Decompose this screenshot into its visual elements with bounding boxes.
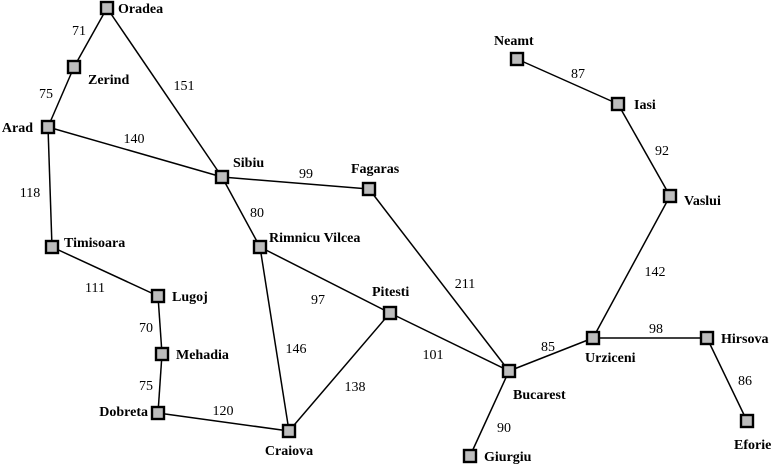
- distance-label-sibiu-rimnicu: 80: [250, 206, 264, 221]
- city-node-craiova: [281, 423, 297, 439]
- cities-layer: [40, 0, 755, 464]
- distance-label-bucarest-giurgiu: 90: [497, 421, 511, 436]
- distance-label-arad-sibiu: 140: [124, 132, 145, 147]
- distance-label-oradea-zerind: 71: [72, 24, 86, 39]
- distance-label-rimnicu-pitesti: 97: [311, 293, 325, 308]
- road-pitesti-bucarest: [389, 312, 510, 372]
- road-oradea-zerind: [73, 7, 108, 68]
- city-node-vaslui: [662, 188, 678, 204]
- city-node-neamt: [509, 51, 525, 67]
- distance-label-zerind-arad: 75: [39, 87, 53, 102]
- road-arad-sibiu: [47, 126, 223, 178]
- road-vaslui-iasi: [617, 103, 671, 197]
- city-node-hirsova: [699, 330, 715, 346]
- city-label-urziceni: Urziceni: [585, 351, 636, 366]
- distance-label-oradea-sibiu: 151: [174, 79, 195, 94]
- road-iasi-neamt: [516, 58, 619, 105]
- distance-label-mehadia-dobreta: 75: [139, 379, 153, 394]
- road-hirsova-eforie: [706, 337, 748, 422]
- city-node-lugoj: [150, 288, 166, 304]
- city-label-zerind: Zerind: [88, 73, 129, 88]
- city-node-mehadia: [154, 346, 170, 362]
- city-node-arad: [40, 119, 56, 135]
- city-node-pitesti: [382, 305, 398, 321]
- city-label-giurgiu: Giurgiu: [484, 450, 532, 464]
- distance-label-urziceni-vaslui: 142: [645, 265, 666, 280]
- distance-label-urziceni-hirsova: 98: [649, 322, 663, 337]
- distance-label-lugoj-mehadia: 70: [139, 321, 153, 336]
- roads-layer: [47, 7, 748, 457]
- city-node-iasi: [610, 96, 626, 112]
- road-mehadia-dobreta: [157, 353, 163, 414]
- city-node-timisoara: [44, 239, 60, 255]
- distance-label-timisoara-lugoj: 111: [85, 281, 105, 296]
- distance-labels-layer: 71 75 151 140 118 111 70 75 120 99 80 97 146 138 101 21…: [20, 24, 752, 436]
- road-zerind-arad: [47, 66, 75, 128]
- city-node-rimnicu: [252, 239, 268, 255]
- city-label-lugoj: Lugoj: [172, 290, 208, 305]
- city-node-oradea: [99, 0, 115, 16]
- city-label-iasi: Iasi: [634, 98, 656, 113]
- distance-label-bucarest-urziceni: 85: [541, 340, 555, 355]
- city-label-dobreta: Dobreta: [99, 405, 148, 420]
- distance-label-arad-timisoara: 118: [20, 186, 40, 201]
- road-bucarest-urziceni: [508, 337, 594, 372]
- road-craiova-pitesti: [288, 312, 391, 432]
- distance-label-craiova-pitesti: 138: [345, 380, 366, 395]
- road-arad-timisoara: [47, 126, 53, 248]
- city-label-fagaras: Fagaras: [351, 162, 400, 177]
- road-fagaras-bucarest: [368, 188, 510, 372]
- distance-label-dobreta-craiova: 120: [213, 404, 234, 419]
- road-sibiu-rimnicu: [221, 176, 261, 248]
- road-dobreta-craiova: [157, 412, 290, 432]
- distance-label-iasi-neamt: 87: [571, 67, 585, 82]
- city-label-rimnicu: Rimnicu Vilcea: [269, 231, 360, 246]
- distance-label-sibiu-fagaras: 99: [299, 167, 313, 182]
- distance-label-hirsova-eforie: 86: [738, 374, 752, 389]
- city-node-urziceni: [585, 330, 601, 346]
- city-node-giurgiu: [462, 448, 478, 464]
- city-label-pitesti: Pitesti: [372, 285, 409, 300]
- road-rimnicu-pitesti: [259, 246, 391, 314]
- city-node-zerind: [66, 59, 82, 75]
- city-label-timisoara: Timisoara: [64, 236, 125, 251]
- distance-label-vaslui-iasi: 92: [655, 144, 669, 159]
- road-sibiu-fagaras: [221, 176, 370, 190]
- road-rimnicu-craiova: [259, 246, 290, 432]
- distance-label-fagaras-bucarest: 211: [455, 277, 475, 292]
- city-label-eforie: Eforie: [734, 438, 771, 453]
- city-node-sibiu: [214, 169, 230, 185]
- city-node-fagaras: [361, 181, 377, 197]
- distance-label-pitesti-bucarest: 101: [423, 348, 444, 363]
- city-label-craiova: Craiova: [265, 444, 313, 459]
- distance-label-rimnicu-craiova: 146: [286, 342, 307, 357]
- city-label-arad: Arad: [2, 121, 33, 136]
- road-urziceni-vaslui: [592, 195, 671, 339]
- road-oradea-sibiu: [106, 7, 223, 178]
- city-label-oradea: Oradea: [118, 2, 163, 17]
- city-label-mehadia: Mehadia: [176, 348, 229, 363]
- city-node-eforie: [739, 413, 755, 429]
- city-node-bucarest: [501, 363, 517, 379]
- city-label-neamt: Neamt: [494, 34, 534, 49]
- city-label-vaslui: Vaslui: [684, 194, 721, 209]
- road-lugoj-mehadia: [157, 295, 163, 355]
- road-timisoara-lugoj: [51, 246, 159, 297]
- city-label-bucarest: Bucarest: [513, 388, 566, 403]
- city-label-sibiu: Sibiu: [233, 156, 264, 171]
- city-label-hirsova: Hirsova: [721, 332, 768, 347]
- city-node-dobreta: [150, 405, 166, 421]
- road-bucarest-giurgiu: [469, 370, 510, 457]
